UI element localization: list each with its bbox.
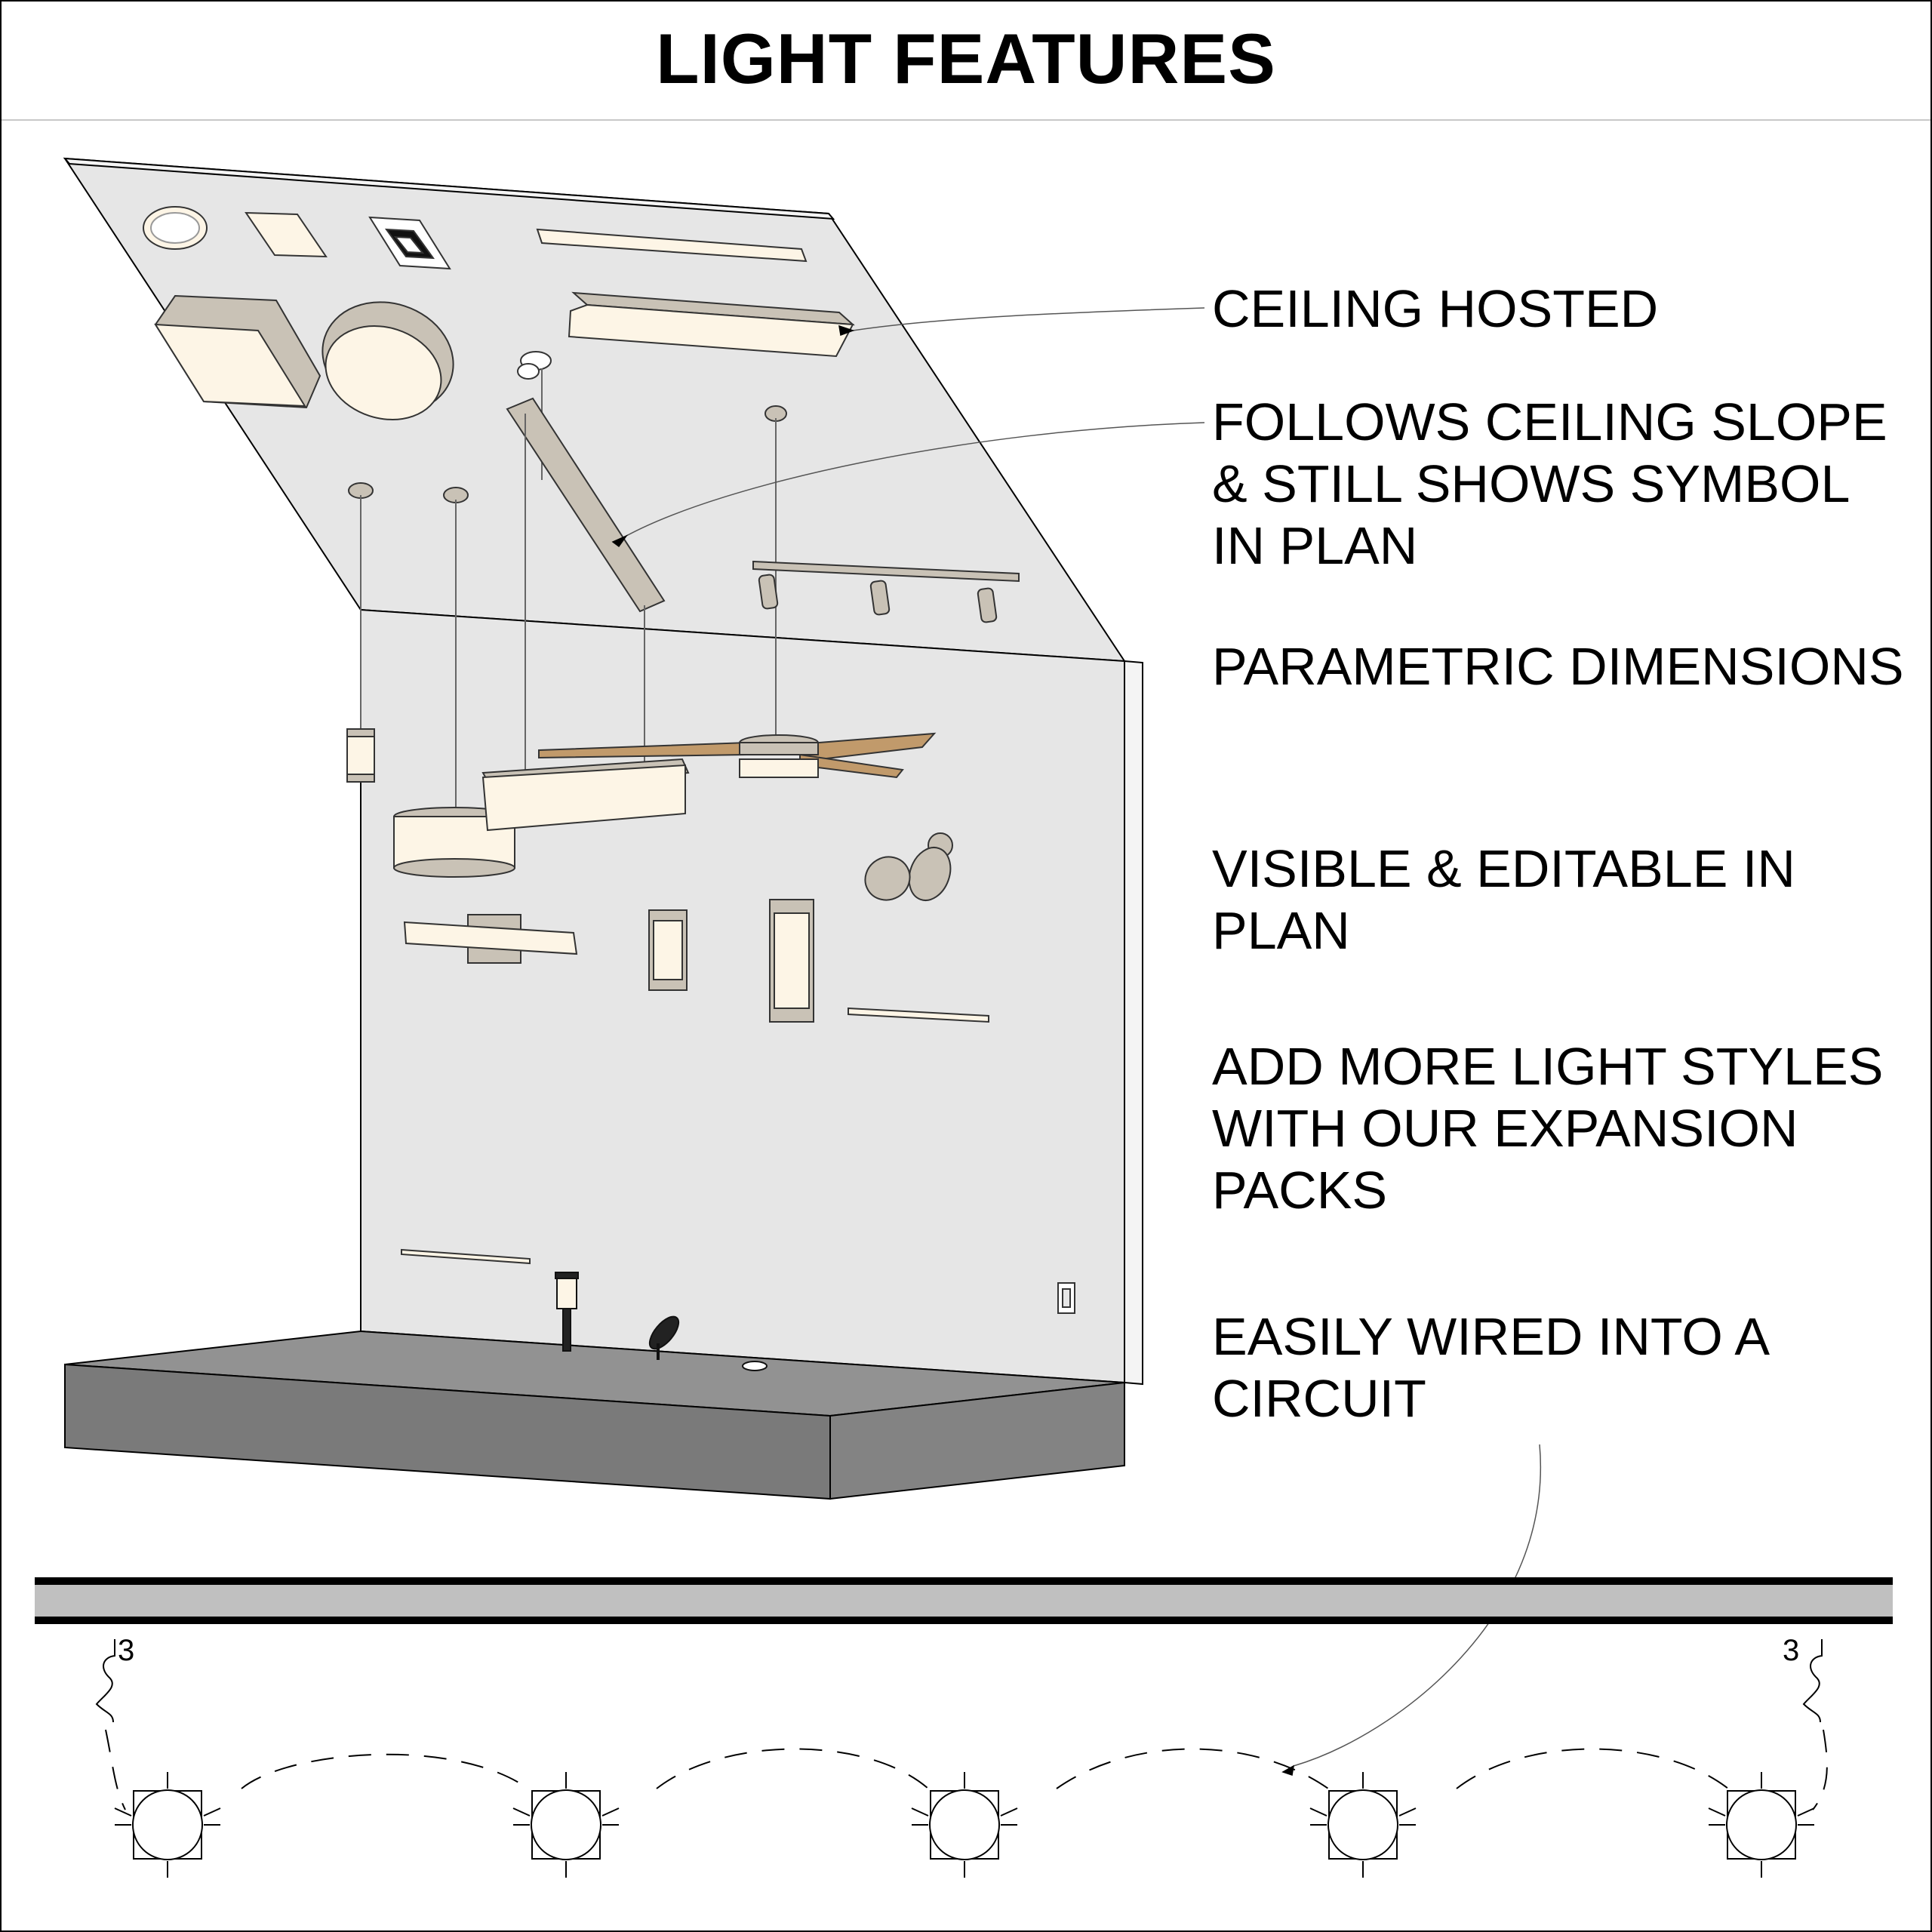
leader-line-circuit <box>1293 1444 1542 1767</box>
recessed-square-light <box>245 211 328 258</box>
linear-surface-light <box>568 291 855 358</box>
feature-parametric-dimensions: PARAMETRIC DIMENSIONS <box>1212 637 1904 696</box>
sloped-linear-light <box>506 397 666 777</box>
leader-line-ceiling-hosted <box>852 307 1205 331</box>
under-cabinet-light <box>848 1007 989 1023</box>
feature-visible-editable-in-plan: VISIBLE & EDITABLE IN PLAN <box>1212 839 1795 960</box>
circuit-run <box>105 1729 1828 1810</box>
feature-ceiling-hosted: CEILING HOSTED <box>1212 279 1659 338</box>
plan-wall-section <box>35 1577 1893 1624</box>
leader-line-ceiling-slope <box>626 422 1205 537</box>
wall-sconce-small <box>648 909 688 991</box>
page-title: LIGHT FEATURES <box>656 19 1276 98</box>
ceiling-edge <box>63 157 835 220</box>
leader-lines <box>611 307 1542 1776</box>
plan-light-symbol <box>911 1772 1018 1878</box>
floor-slab-side <box>829 1381 1125 1500</box>
plan-light-symbol <box>1708 1772 1815 1878</box>
feature-expansion-packs: ADD MORE LIGHT STYLES WITH OUR EXPANSION… <box>1212 1037 1884 1220</box>
cove-light-strip <box>401 1248 531 1265</box>
back-wall <box>360 608 1125 1384</box>
wall-end-edge <box>1124 660 1143 1386</box>
circuit-wiring <box>95 1639 1828 1810</box>
plan-light-symbol <box>512 1772 620 1878</box>
ceiling-fan <box>538 732 937 779</box>
wall-fixtures <box>401 832 1075 1314</box>
track-light <box>752 560 1020 623</box>
feature-wired-into-circuit: EASILY WIRED INTO A CIRCUIT <box>1212 1307 1767 1428</box>
spike-spot-light <box>648 1315 680 1360</box>
home-run-left <box>95 1639 115 1723</box>
plan-light-symbol <box>1309 1772 1417 1878</box>
wall-sconce-tall <box>769 899 814 1023</box>
circuit-label-right: 3 <box>1783 1634 1799 1667</box>
plan-light-symbol <box>114 1772 221 1878</box>
pendant-lights <box>346 405 787 878</box>
linear-pendant-light <box>481 758 690 832</box>
round-flush-mount-light <box>321 301 454 420</box>
in-ground-light <box>742 1361 768 1371</box>
ceiling-fixtures <box>143 206 855 480</box>
plan-light-symbols <box>114 1772 1815 1878</box>
wall-spot-light <box>864 832 953 901</box>
landscape-fixtures <box>555 1272 768 1371</box>
square-flush-mount-light <box>154 294 321 409</box>
circuit-label-left: 3 <box>118 1634 134 1667</box>
bollard-light <box>555 1272 579 1352</box>
home-run-right <box>1802 1639 1823 1723</box>
linear-recessed-light <box>536 228 808 263</box>
title-bar: LIGHT FEATURES <box>2 2 1930 121</box>
feature-follows-ceiling-slope: FOLLOWS CEILING SLOPE & STILL SHOWS SYMB… <box>1212 392 1887 575</box>
vanity-bar-light <box>403 914 578 964</box>
